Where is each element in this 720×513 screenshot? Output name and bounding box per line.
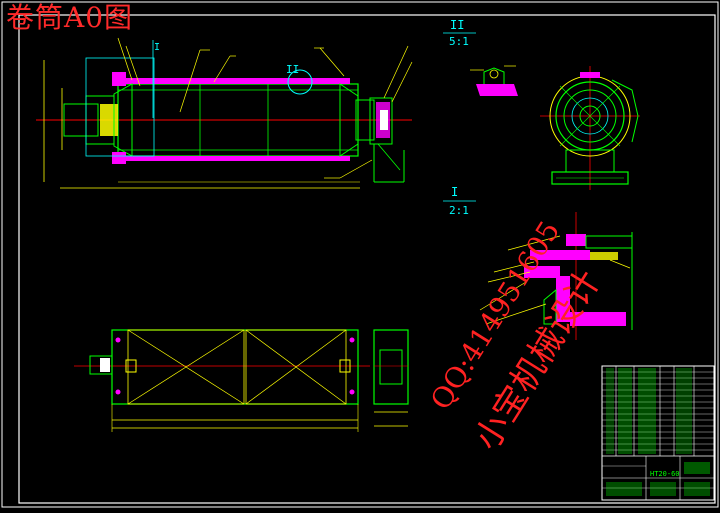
title-block: HT20-60 [601,365,715,501]
main-view: I II [36,37,413,189]
callout-ii-label: II [286,63,299,76]
detail-ii-scale: 5:1 [449,35,469,48]
drawing-title: 卷筒A0图 [6,1,134,34]
detail-ii-view: II 5:1 [443,18,518,96]
detail-ii-title: II [450,18,464,32]
detail-i-bolt [566,234,586,246]
detail-i-view: I 2:1 [443,185,633,340]
detail-i-scale: 2:1 [449,204,469,217]
inner-frame [18,14,716,504]
callout-i-label: I [154,42,160,53]
drawing-number: HT20-60 [650,470,680,478]
detail-ii-marker [287,69,313,95]
detail-i-title: I [451,185,458,199]
side-view [540,66,640,190]
plan-view [74,329,409,432]
base-frame [111,329,359,405]
shell-section-top [124,78,350,84]
detail-ii-section [476,84,518,96]
shell-section-bottom [124,156,350,161]
base-end-view [373,329,409,405]
